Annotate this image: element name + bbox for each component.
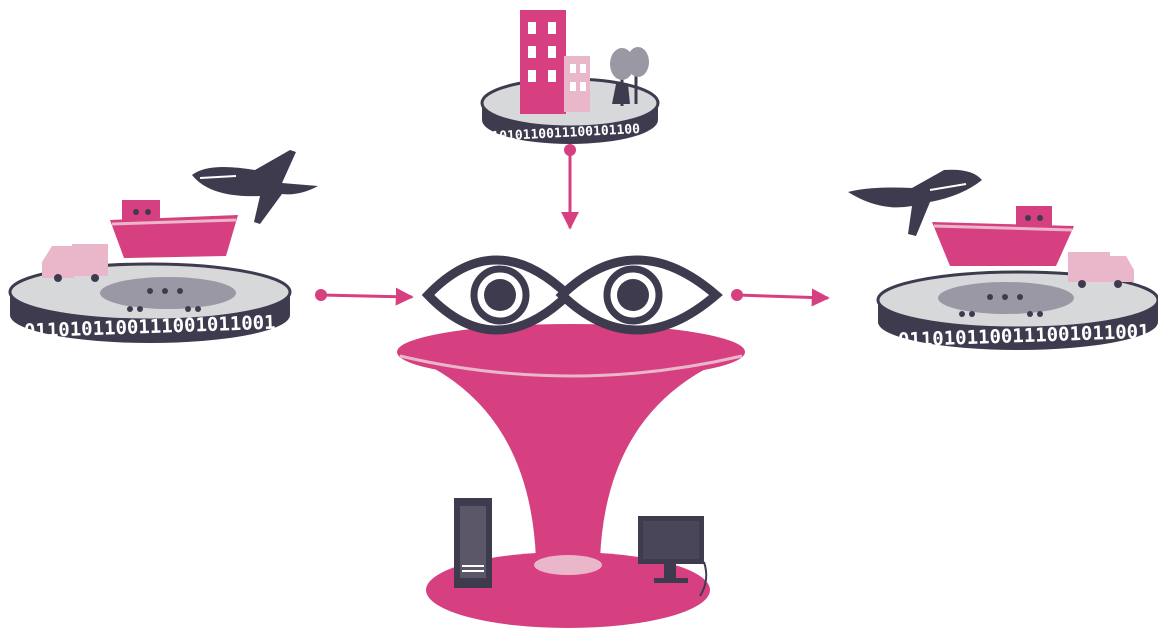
ship-icon [110, 200, 238, 258]
arrow-top-to-center [564, 144, 576, 228]
ship-icon [932, 206, 1074, 266]
left-platform: 0110101100111001011001 [10, 150, 318, 343]
arrow-center-to-right [731, 289, 828, 301]
arrow-left-to-center [315, 289, 412, 301]
airplane-icon [192, 150, 318, 224]
top-platform: 11010110011100101100 [482, 10, 658, 145]
server-tower-icon [454, 498, 492, 588]
funnel-icon [397, 324, 745, 628]
right-platform: 0110101100111001011001 [848, 170, 1158, 352]
eyes-icon [428, 260, 716, 330]
city-buildings-icon [520, 10, 590, 114]
